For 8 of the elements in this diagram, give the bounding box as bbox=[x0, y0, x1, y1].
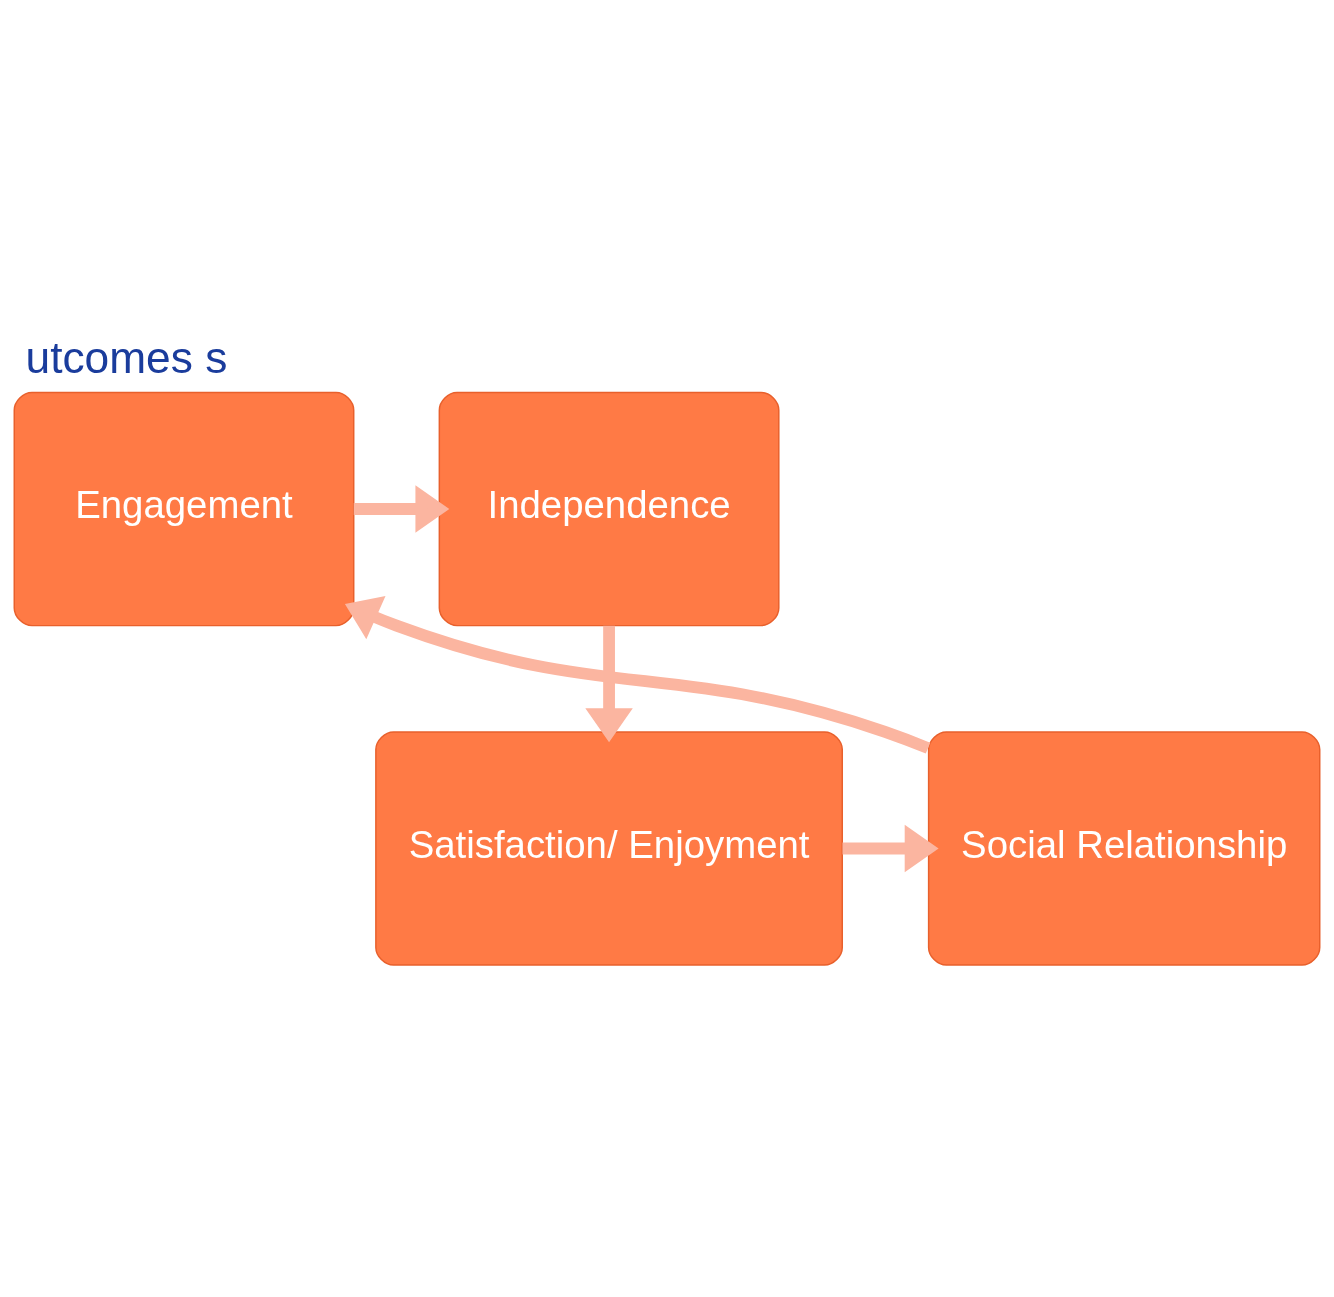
node-box: Independence bbox=[438, 391, 780, 627]
arrow bbox=[353, 485, 450, 533]
arrow bbox=[842, 824, 939, 873]
node-box: Social Relationship bbox=[927, 731, 1321, 966]
node-box: Satisfaction/ Enjoyment bbox=[375, 731, 843, 966]
node-box: Engagement bbox=[13, 391, 355, 627]
arrow bbox=[344, 595, 931, 754]
diagram-title: utcomes s bbox=[25, 333, 228, 383]
